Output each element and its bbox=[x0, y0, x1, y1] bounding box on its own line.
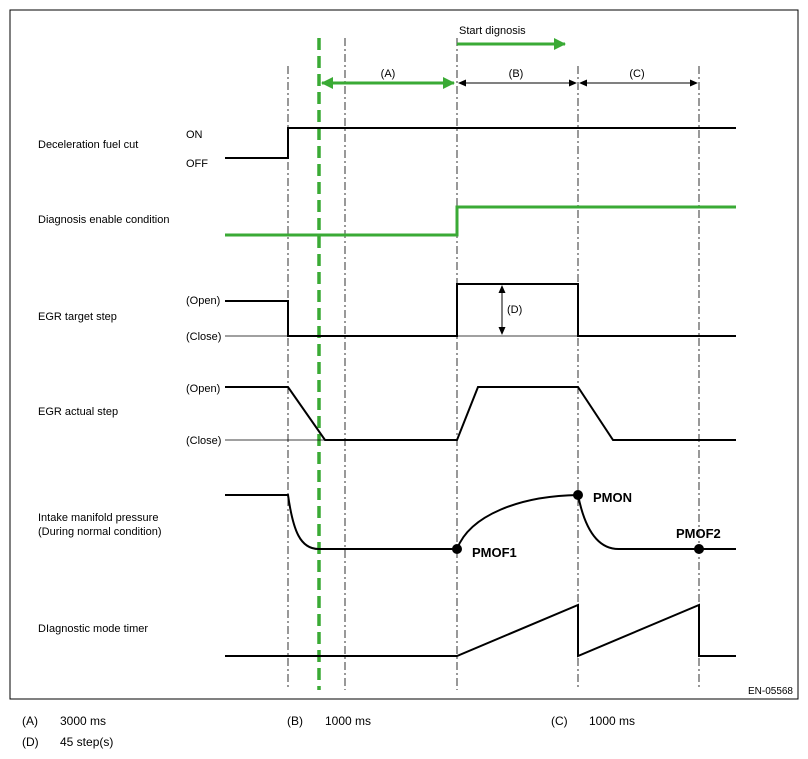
step-d-label: (D) bbox=[507, 304, 522, 316]
egr-actual-label: EGR actual step bbox=[38, 406, 118, 418]
interval-c-label: (C) bbox=[629, 68, 644, 80]
pmon-point bbox=[573, 490, 583, 500]
legend-b-value: 1000 ms bbox=[325, 714, 372, 728]
legend-a-key: (A) bbox=[22, 714, 38, 728]
pmof2-point bbox=[694, 544, 704, 554]
pmof2-label: PMOF2 bbox=[676, 526, 721, 541]
egr-target-open-label: (Open) bbox=[186, 295, 220, 307]
egr-target-signal bbox=[225, 283, 736, 337]
diagram-border bbox=[9, 9, 799, 700]
decel-fuel-cut-label: Deceleration fuel cut bbox=[38, 139, 138, 151]
diag-enable-label: Diagnosis enable condition bbox=[38, 214, 169, 226]
decel-fuel-cut-signal bbox=[225, 127, 736, 159]
egr-target-label: EGR target step bbox=[38, 311, 117, 323]
egr-actual-signal bbox=[225, 386, 736, 441]
intake-pressure-label-1: Intake manifold pressure bbox=[38, 512, 158, 524]
legend-b-key: (B) bbox=[287, 714, 303, 728]
egr-target-close-label: (Close) bbox=[186, 331, 221, 343]
decel-fuel-cut-off-label: OFF bbox=[186, 158, 208, 170]
legend-c: (C) 1000 ms bbox=[551, 714, 635, 728]
legend-b: (B) 1000 ms bbox=[287, 714, 371, 728]
pmon-label: PMON bbox=[593, 490, 632, 505]
intake-pressure-signal bbox=[225, 493, 736, 551]
egr-actual-close-label: (Close) bbox=[186, 435, 221, 447]
legend-c-value: 1000 ms bbox=[589, 714, 636, 728]
legend-d-value: 45 step(s) bbox=[60, 735, 114, 749]
diag-timer-label: DIagnostic mode timer bbox=[38, 623, 148, 635]
interval-b-label: (B) bbox=[509, 68, 524, 80]
timing-diagram: Start dignosis (A) (B) (C) Deceleration … bbox=[9, 9, 799, 700]
figure-code: EN-05568 bbox=[748, 686, 793, 697]
legend-c-key: (C) bbox=[551, 714, 568, 728]
start-diagnosis-label: Start dignosis bbox=[459, 25, 526, 37]
legend-a: (A) 3000 ms bbox=[22, 714, 106, 728]
pmof1-point bbox=[452, 544, 462, 554]
legend-d-key: (D) bbox=[22, 735, 39, 749]
diag-enable-signal bbox=[225, 205, 736, 237]
diag-timer-signal bbox=[225, 603, 736, 658]
intake-pressure-label-2: (During normal condition) bbox=[38, 526, 162, 538]
decel-fuel-cut-on-label: ON bbox=[186, 129, 203, 141]
legend-a-value: 3000 ms bbox=[60, 714, 107, 728]
interval-a-label: (A) bbox=[381, 68, 396, 80]
pmof1-label: PMOF1 bbox=[472, 545, 517, 560]
legend-d: (D) 45 step(s) bbox=[22, 735, 113, 749]
egr-actual-open-label: (Open) bbox=[186, 383, 220, 395]
time-guide-lines bbox=[287, 38, 700, 690]
